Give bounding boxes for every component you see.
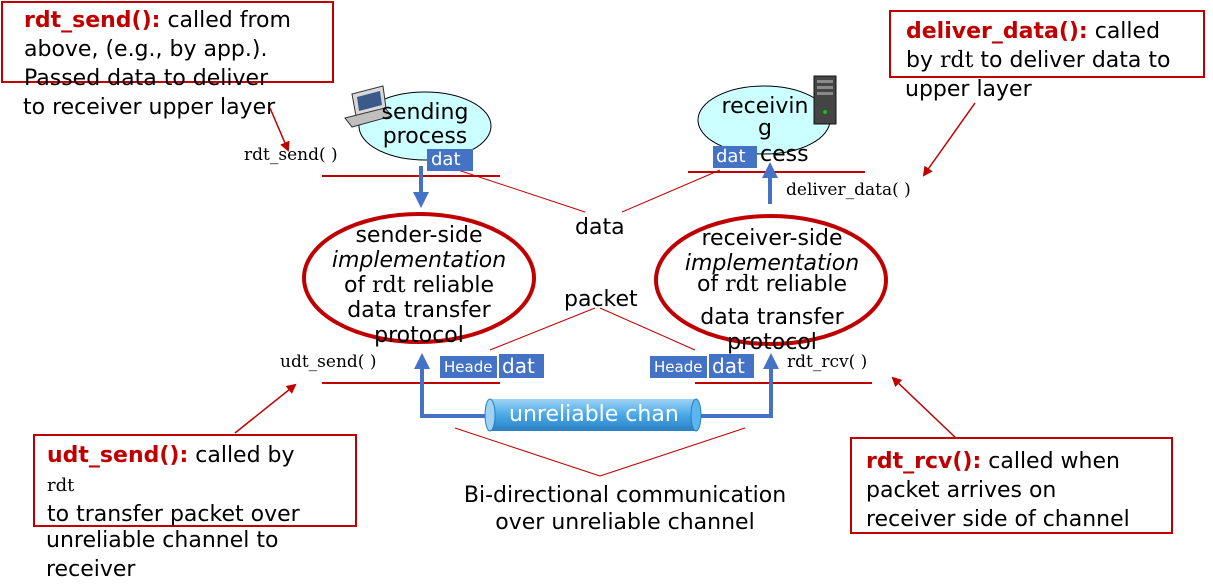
rdt-rcv-desc-1: called when (981, 449, 1120, 474)
sending-process-label: sending process (365, 101, 485, 149)
rdt-rcv-desc-3: receiver side of channel (866, 507, 1130, 532)
sending-data-tag: dat (427, 149, 473, 171)
rdt-rcv-callout: rdt_rcv(): called when packet arrives on… (850, 437, 1173, 534)
receiver-impl-line-5: protocol (727, 330, 817, 355)
unreliable-channel-pipe (490, 399, 696, 431)
udt-send-desc-3: unreliable channel to (46, 528, 279, 553)
sender-impl-reliable: reliable (405, 273, 495, 298)
udt-send-fn-name: udt_send(): (47, 443, 189, 468)
receiver-channel-arrow (688, 353, 779, 424)
receiver-impl-of: of (696, 272, 726, 297)
udt-send-desc-2: to transfer packet over (47, 502, 300, 527)
udt-send-label: udt_send( ) (280, 352, 377, 372)
receiving-process-line-2: g (758, 116, 772, 141)
left-packet-data: dat (499, 354, 544, 378)
rdt-send-label: rdt_send( ) (244, 145, 338, 165)
deliver-data-by: by (906, 48, 940, 73)
deliver-data-desc-1: called (1087, 19, 1161, 44)
unreliable-channel-label: unreliable chan (509, 402, 679, 427)
udt-send-pointer (234, 383, 297, 434)
deliver-data-rdt: rdt (939, 48, 974, 73)
bidirectional-caption: Bi-directional communication over unreli… (425, 482, 825, 536)
sender-impl-rdt: rdt (372, 273, 406, 298)
receiver-impl-line-1: receiver-side (701, 226, 843, 251)
deliver-data-callout: deliver_data(): called by rdt to deliver… (889, 10, 1205, 78)
receiver-impl-line-2: implementation (684, 251, 860, 276)
bidir-line-right (599, 427, 746, 477)
udt-send-callout: udt_send(): called by rdt to transfer pa… (33, 434, 357, 527)
rdt-rcv-desc-2: packet arrives on (866, 478, 1057, 503)
sender-impl-line-2: implementation (331, 248, 507, 273)
rdt-rcv-label: rdt_rcv( ) (787, 352, 868, 372)
receiver-impl-label: receiver-side implementation of rdt reli… (667, 226, 877, 355)
server-icon (813, 75, 837, 125)
receiving-process-line-3: cess (760, 142, 809, 167)
receiver-impl-reliable: reliable (758, 272, 848, 297)
receiver-impl-ellipse (654, 214, 888, 346)
rdt-send-desc-2: above, (e.g., by app.). (24, 37, 268, 62)
receiver-impl-line-4: data transfer (700, 305, 844, 330)
sender-impl-line-5: protocol (374, 323, 464, 348)
packet-label: packet (564, 287, 638, 312)
rdt-rcv-fn-name: rdt_rcv(): (866, 449, 982, 474)
receiving-data-tag: dat (713, 146, 757, 168)
data-label: data (575, 215, 625, 240)
sender-impl-line-4: data transfer (347, 298, 491, 323)
sending-process-line-1: sending (381, 100, 469, 125)
udt-send-rdt: rdt (47, 475, 75, 496)
rdt-rcv-pointer (891, 376, 959, 441)
rdt-send-callout: rdt_send(): called from above, (e.g., by… (1, 1, 334, 91)
sender-impl-of: of (343, 273, 373, 298)
rdt-send-pointer (269, 107, 290, 152)
udt-send-desc-1: called by (188, 443, 295, 468)
udt-send-desc-4: receiver (46, 557, 136, 582)
rdt-send-desc-4: to receiver upper layer (23, 95, 276, 120)
rdt-send-fn-name: rdt_send(): (24, 8, 161, 33)
sender-impl-ellipse (302, 212, 536, 344)
data-line-right (621, 169, 721, 213)
bidirectional-line-2: over unreliable channel (495, 510, 755, 535)
data-line-left (451, 167, 586, 213)
deliver-data-label: deliver_data( ) (786, 180, 911, 200)
packet-line-right (599, 307, 696, 351)
right-packet-header: Heade (650, 356, 707, 378)
deliver-data-pointer (922, 102, 976, 177)
receiver-impl-rdt: rdt (725, 272, 759, 297)
left-packet-header: Heade (440, 356, 497, 378)
sending-process-line-2: process (382, 124, 468, 149)
sender-channel-arrow (414, 353, 504, 424)
rdt-send-desc-3: Passed data to deliver (24, 66, 269, 91)
pipe-right-cap (690, 398, 702, 432)
bidir-line-left (454, 427, 601, 477)
rdt-send-desc-1: called from (160, 8, 291, 33)
pipe-left-cap (484, 398, 496, 432)
receiving-process-label: receivin g (705, 96, 825, 140)
sending-process-ellipse (358, 91, 492, 161)
deliver-data-desc-3: upper layer (905, 77, 1032, 102)
computer-icon (344, 85, 393, 128)
packet-line-left (489, 307, 596, 351)
deliver-data-fn-name: deliver_data(): (906, 19, 1088, 44)
sender-impl-label: sender-side implementation of rdt reliab… (314, 223, 524, 348)
deliver-data-desc-2: to deliver data to (973, 48, 1171, 73)
receiving-process-line-1: receivin (721, 94, 809, 119)
right-packet-data: dat (709, 354, 754, 378)
sender-impl-line-1: sender-side (355, 223, 483, 248)
bidirectional-line-1: Bi-directional communication (463, 483, 787, 508)
